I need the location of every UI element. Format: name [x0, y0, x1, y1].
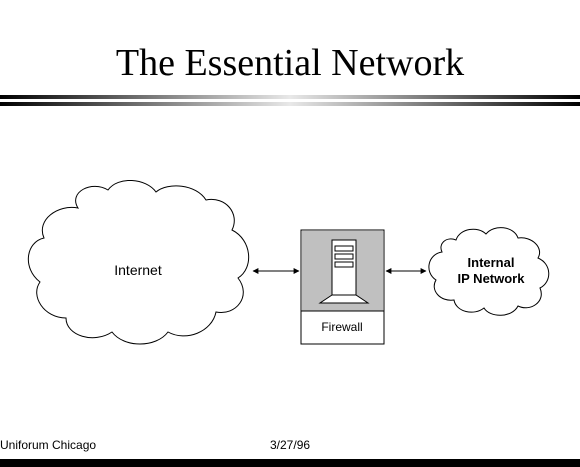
firewall-node: [300, 229, 385, 345]
slide-title: The Essential Network: [115, 42, 465, 84]
footer-left-text: Uniforum Chicago: [0, 438, 97, 452]
bottom-bar: [0, 459, 580, 467]
internal-network-cloud: [428, 227, 550, 316]
internet-cloud: [27, 180, 250, 345]
internal-label-line2: IP Network: [458, 271, 526, 286]
internal-label-line1: Internal: [468, 255, 515, 270]
internet-label: Internet: [114, 262, 162, 278]
firewall-label: Firewall: [321, 320, 362, 334]
title-divider: [0, 95, 580, 106]
server-icon: [318, 239, 370, 304]
footer-date: 3/27/96: [270, 438, 311, 452]
